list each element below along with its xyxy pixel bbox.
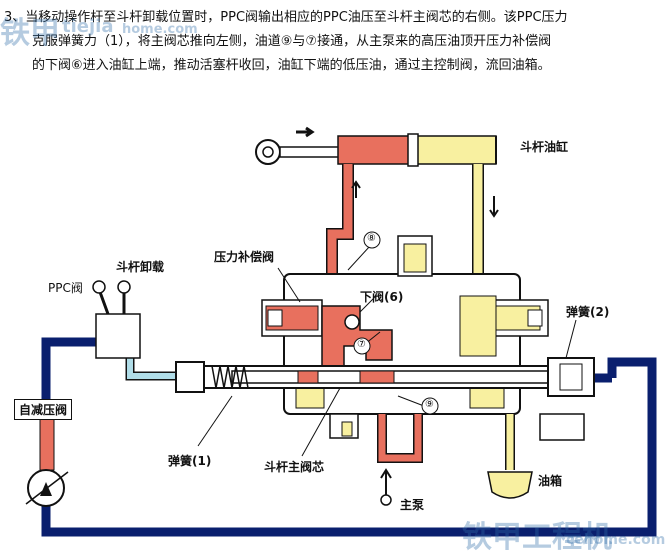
down-arrow [489,196,499,218]
leader-comp [277,267,301,303]
spring-1 [211,365,249,389]
watermark-bottom-right: 铁甲工程机 [462,520,612,555]
leader-8 [347,245,371,271]
ppc-lever-knob-right [117,280,131,294]
leader-spring1 [197,395,233,447]
cylinder-body-low [411,135,497,165]
ppc-valve-label: PPC阀 [48,281,83,295]
rod-direction-arrow [296,126,315,138]
arm-main-spool-label: 斗杆主阀芯 [264,460,325,474]
main-pump-arrow [380,468,392,496]
cylinder-piston [407,133,419,167]
description-paragraph: 3、当移动操作杆至斗杆卸载位置时，PPC阀输出相应的PPC油压至斗杆主阀芯的右侧… [4,6,666,78]
leader-9 [397,395,425,407]
description-line-1: 3、当移动操作杆至斗杆卸载位置时，PPC阀输出相应的PPC油压至斗杆主阀芯的右侧… [4,10,568,25]
ppc-lever-knob-left [92,280,106,294]
watermark-top-left-url: tiejia [62,16,114,37]
leader-lower-valve [359,297,375,313]
pressure-comp-valve-label: 压力补偿阀 [214,250,275,264]
pilot-line [41,337,657,537]
circle-9-label: ⑨ [425,399,434,410]
spring-1-cap [175,361,205,393]
watermark-top-left: 铁甲 [0,16,60,51]
leader-spring2 [565,319,577,359]
self-reducing-valve-label: 自减压阀 [14,399,73,420]
spring-1-label: 弹簧(1) [168,454,212,468]
ppc-valve-box [95,313,141,359]
lower-right-cap [539,413,585,441]
description-line-2: 克服弹簧力（1），将主阀芯推向左侧，油道⑨与⑦接通，从主泵来的高压油顶开压力补偿… [32,34,552,49]
leader-spool [301,387,341,457]
arm-unload-label: 斗杆卸载 [116,260,165,274]
cylinder-body-high [337,135,413,165]
up-arrow [351,180,361,198]
lower-valve-label: 下阀(6) [360,290,404,304]
main-pump-label: 主泵 [400,498,425,512]
watermark-top-left-url2: home.com [122,22,198,37]
oil-tank-label: 油箱 [538,474,563,488]
spring-2-label: 弹簧(2) [566,305,610,319]
arm-cylinder-label: 斗杆油缸 [520,140,569,154]
description-line-3: 的下阀⑥进入油缸上端，推动活塞杆收回，油缸下端的低压油，通过主控制阀，流回油箱。 [32,58,551,73]
main-pump-line [377,414,423,463]
low-pressure-chamber-right [459,295,497,357]
circle-8-label: ⑧ [367,233,376,244]
circle-7-label: ⑦ [357,339,366,350]
self-reducing-valve-line [39,417,55,471]
oil-tank [487,471,533,499]
watermark-bottom-right-url: cehome.com [566,532,666,548]
